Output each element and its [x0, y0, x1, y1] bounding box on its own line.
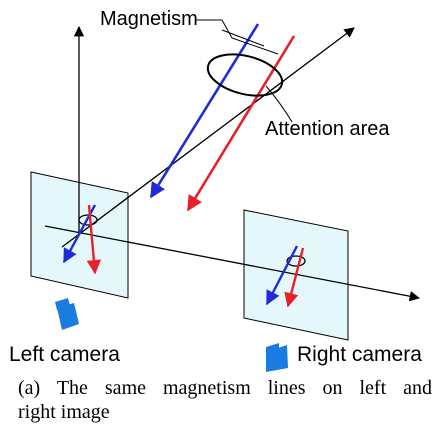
baseline-axis — [44, 225, 421, 302]
blue-magnetism-line — [149, 23, 260, 199]
red-magnetism-line — [186, 35, 296, 212]
right-camera-label: Right camera — [297, 343, 422, 366]
magnetism-leader — [195, 19, 279, 55]
right-red-projection — [284, 247, 305, 308]
magnetism-leader-2 — [221, 29, 265, 47]
caption-line-1: (a) The same magnetism lines on left and — [18, 377, 432, 399]
right-blue-projection — [265, 245, 299, 306]
left-attention-ellipse — [78, 214, 98, 226]
left-camera-icon — [55, 298, 79, 330]
attention-area-ellipse — [206, 53, 284, 97]
attention-area-leader — [265, 85, 293, 123]
right-camera-icon — [266, 343, 288, 372]
magnetism-label: Magnetism — [100, 8, 198, 30]
left-camera-label: Left camera — [9, 343, 120, 366]
right-attention-ellipse — [286, 255, 306, 267]
caption-line-2: right image — [18, 401, 110, 423]
depth-axis — [61, 27, 355, 248]
left-red-projection — [86, 204, 102, 275]
figure-caption: (a) The same magnetism lines on left and… — [18, 376, 432, 424]
attention-area-label: Attention area — [265, 118, 390, 140]
